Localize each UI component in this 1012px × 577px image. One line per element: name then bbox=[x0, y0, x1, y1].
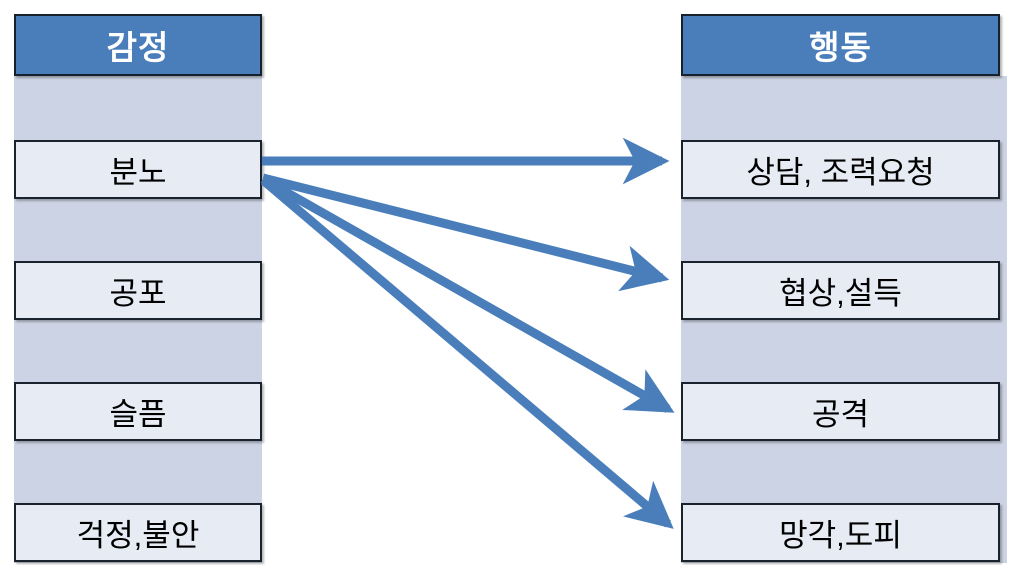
action-item-forget-escape[interactable]: 망각,도피 bbox=[681, 503, 1000, 562]
arrow-anger-to-escape bbox=[261, 177, 674, 529]
action-item-attack[interactable]: 공격 bbox=[681, 382, 1000, 441]
action-item-counseling-help[interactable]: 상담, 조력요청 bbox=[681, 140, 1000, 199]
arrow-anger-to-attack bbox=[260, 175, 675, 413]
left-column-header: 감정 bbox=[14, 14, 262, 76]
emotion-item-sadness[interactable]: 슬픔 bbox=[14, 382, 262, 441]
emotion-item-fear[interactable]: 공포 bbox=[14, 261, 262, 320]
emotion-item-worry-anxiety[interactable]: 걱정,불안 bbox=[14, 503, 262, 562]
arrow-anger-to-negotiation bbox=[261, 173, 670, 292]
emotion-item-anger[interactable]: 분노 bbox=[14, 140, 262, 199]
action-item-negotiation-persuasion[interactable]: 협상,설득 bbox=[681, 261, 1000, 320]
right-column-header: 행동 bbox=[681, 14, 1000, 76]
